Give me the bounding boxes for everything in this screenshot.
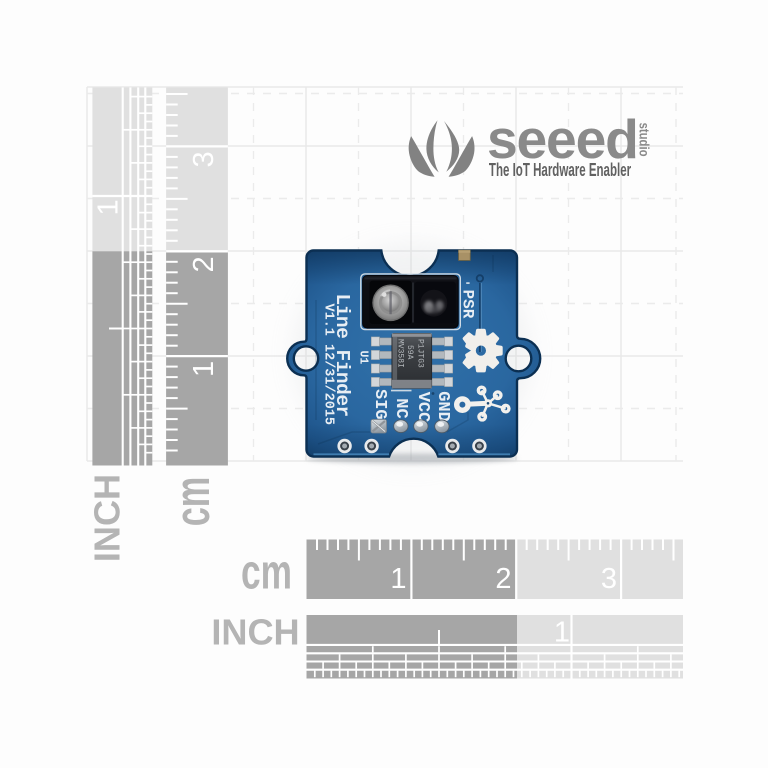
svg-text:studio: studio — [636, 123, 651, 157]
svg-text:SIG: SIG — [370, 389, 389, 420]
svg-text:MV358I: MV358I — [396, 339, 405, 368]
svg-text:INCH: INCH — [211, 612, 299, 653]
svg-text:3: 3 — [188, 151, 220, 167]
svg-text:NC: NC — [391, 398, 410, 418]
svg-text:1: 1 — [93, 199, 125, 215]
svg-text:INCH: INCH — [86, 474, 127, 562]
svg-text:GND: GND — [433, 391, 452, 422]
svg-text:seeed: seeed — [487, 108, 638, 170]
svg-text:P1JTG3: P1JTG3 — [416, 339, 425, 368]
svg-text:2: 2 — [495, 563, 511, 595]
svg-text:1: 1 — [554, 617, 570, 649]
svg-text:PSR: PSR — [459, 290, 477, 319]
svg-text:1: 1 — [390, 563, 406, 595]
svg-text:V1.1 12/31/2015: V1.1 12/31/2015 — [321, 304, 336, 426]
svg-text:59A: 59A — [405, 345, 414, 360]
svg-text:1: 1 — [188, 361, 220, 377]
svg-text:The IoT Hardware Enabler: The IoT Hardware Enabler — [489, 160, 631, 180]
svg-text:cm: cm — [165, 477, 219, 527]
svg-text:Line Finder: Line Finder — [331, 294, 353, 417]
svg-text:2: 2 — [188, 256, 220, 272]
svg-text:3: 3 — [601, 563, 617, 595]
svg-text:VCC: VCC — [413, 392, 432, 423]
svg-text:cm: cm — [241, 545, 292, 600]
svg-text:U1: U1 — [357, 351, 370, 365]
